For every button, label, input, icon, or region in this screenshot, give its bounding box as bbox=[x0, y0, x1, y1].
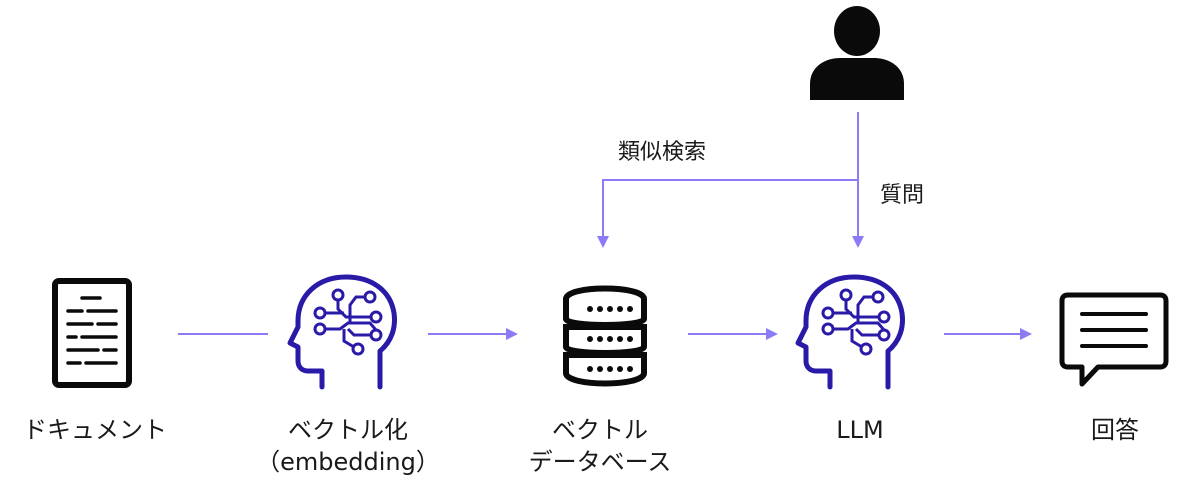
ai-head-icon bbox=[795, 274, 905, 390]
question-label: 質問 bbox=[880, 183, 925, 208]
document-icon bbox=[52, 278, 132, 388]
answer-label: 回答 bbox=[1091, 416, 1139, 444]
vectorize-label: ベクトル化 （embedding） bbox=[248, 414, 448, 478]
connectors bbox=[178, 112, 1032, 340]
vectorize-label-line1: ベクトル化 bbox=[288, 416, 408, 444]
similarity-search-label: 類似検索 bbox=[618, 140, 707, 165]
llm-label: LLM bbox=[836, 416, 884, 444]
ai-head-icon bbox=[287, 274, 397, 390]
database-icon bbox=[563, 285, 647, 387]
document-label: ドキュメント bbox=[23, 416, 167, 444]
vectorize-label-line2: （embedding） bbox=[256, 448, 440, 476]
chat-bubble-icon bbox=[1059, 292, 1169, 387]
vector-db-label-line1: ベクトル bbox=[552, 416, 648, 444]
user-to-db-arrow bbox=[597, 179, 858, 248]
vector-db-label: ベクトル データベース bbox=[500, 414, 700, 478]
user-icon bbox=[810, 6, 904, 100]
vector-db-label-line2: データベース bbox=[528, 448, 672, 476]
